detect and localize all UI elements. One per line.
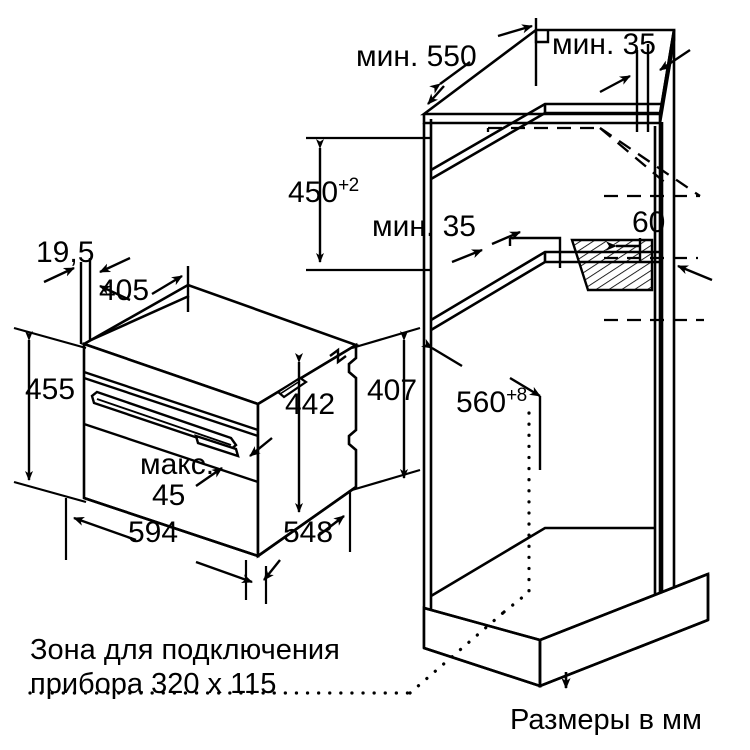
label-front-offset-19-5: 19,5 <box>36 236 95 269</box>
label-rear-opening-60: 60 <box>632 206 666 239</box>
label-depth-548: 548 <box>283 516 334 549</box>
niche-width-value: 560 <box>456 386 507 419</box>
label-niche-height-450: 450+2 <box>288 176 359 208</box>
connection-zone-leader <box>28 402 531 695</box>
label-min-depth-550: мин. 550 <box>356 40 477 73</box>
connection-zone-note-line2: прибора 320 x 115 <box>30 668 277 700</box>
label-max-word: макс. <box>140 448 215 481</box>
label-width-594: 594 <box>128 516 179 549</box>
label-front-height-455: 455 <box>25 373 76 406</box>
units-note: Размеры в мм <box>510 704 702 736</box>
label-cavity-height-442: 442 <box>285 388 336 421</box>
niche-height-value: 450 <box>288 176 339 209</box>
cabinet-outline <box>80 28 710 688</box>
label-door-depth-405: 405 <box>99 274 150 307</box>
connection-zone-note-line1: Зона для подключения <box>30 634 340 666</box>
label-min-rear-gap-35: мин. 35 <box>372 210 476 243</box>
dimension-lines <box>13 18 713 604</box>
niche-height-tolerance: +2 <box>338 175 359 196</box>
label-max-value-45: 45 <box>152 479 186 512</box>
label-niche-width-560: 560+8 <box>456 386 527 418</box>
label-min-side-gap-35: мин. 35 <box>552 28 656 61</box>
label-body-height-407: 407 <box>367 374 418 407</box>
niche-width-tolerance: +8 <box>506 385 527 406</box>
